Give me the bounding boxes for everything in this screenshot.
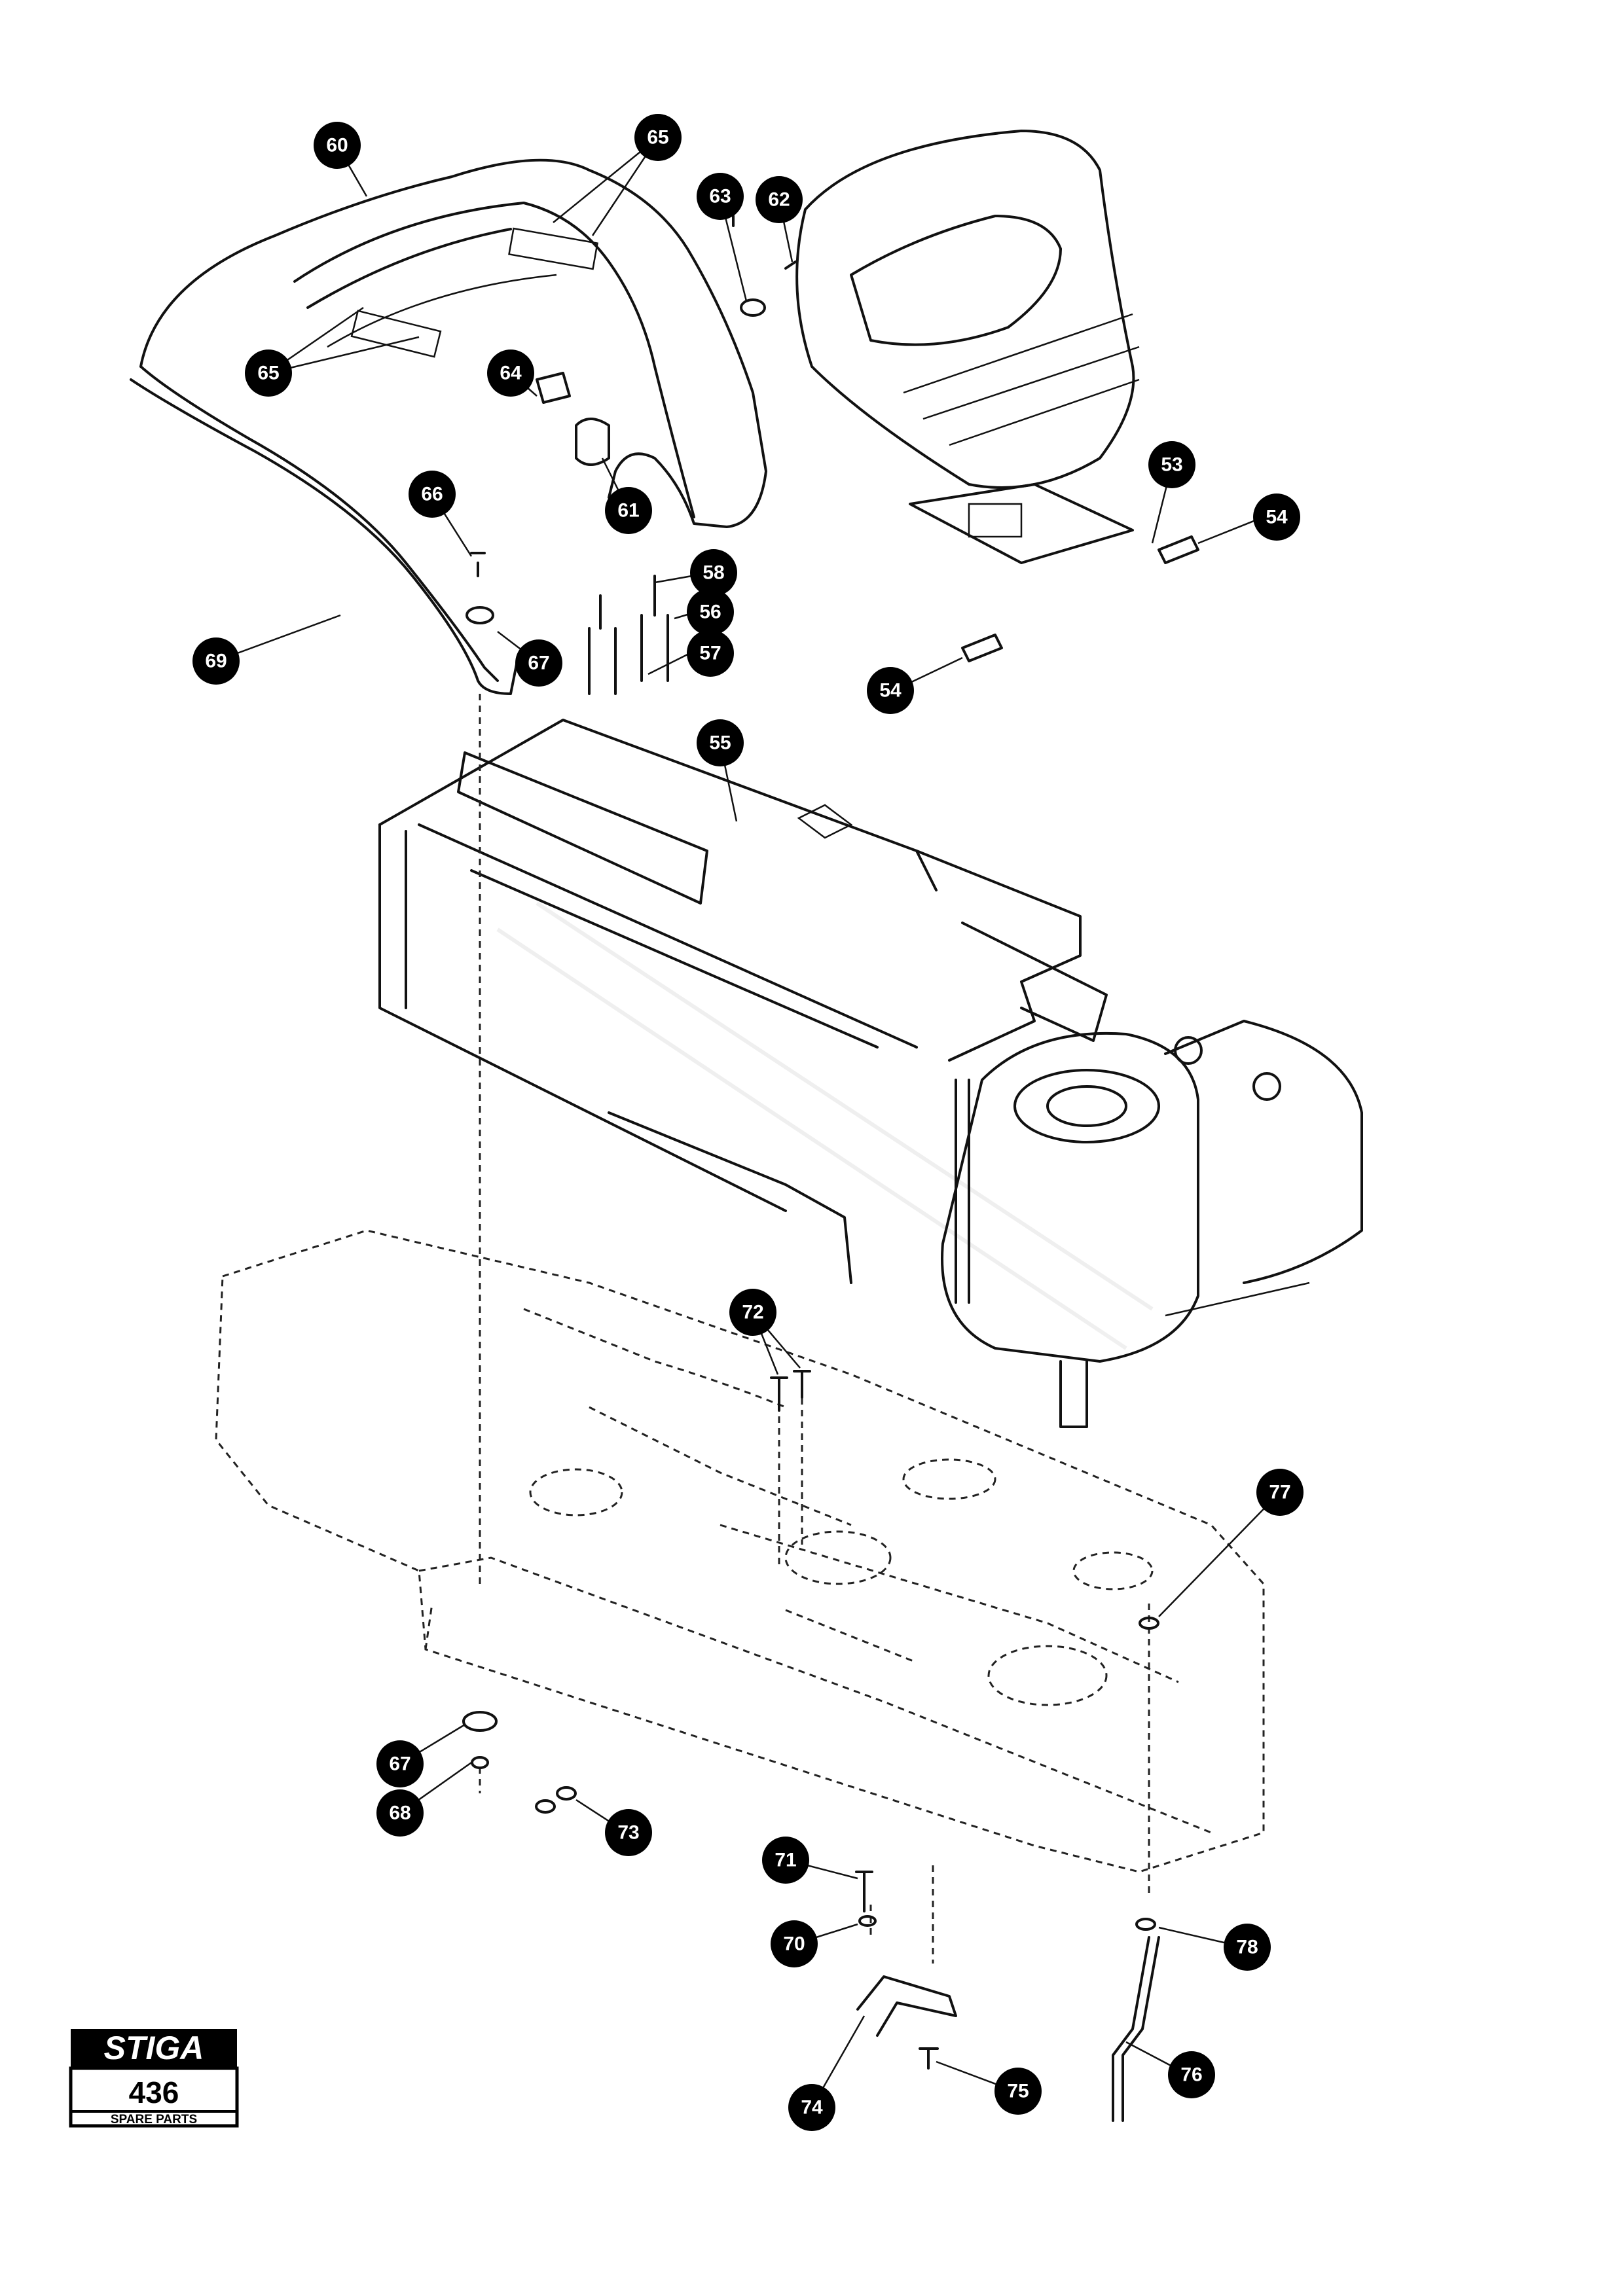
- callout-61: 61: [605, 487, 652, 534]
- svg-text:72: 72: [742, 1302, 763, 1323]
- svg-text:65: 65: [257, 363, 279, 384]
- svg-text:54: 54: [1266, 507, 1288, 528]
- callout-65-top: 65: [634, 114, 682, 161]
- callout-73: 73: [605, 1809, 652, 1856]
- svg-text:68: 68: [389, 1803, 410, 1824]
- svg-text:64: 64: [500, 363, 522, 384]
- frame: [378, 719, 1108, 1284]
- engine: [941, 1020, 1363, 1428]
- callout-77: 77: [1256, 1469, 1304, 1516]
- fastener-lines: [479, 694, 1150, 1964]
- chassis-dashed: [215, 1229, 1265, 1873]
- svg-text:76: 76: [1180, 2064, 1202, 2086]
- callout-74: 74: [788, 2084, 835, 2131]
- svg-text:74: 74: [801, 2097, 823, 2119]
- svg-text:78: 78: [1236, 1937, 1258, 1958]
- callout-54-right: 54: [1253, 493, 1300, 541]
- svg-text:61: 61: [617, 500, 639, 522]
- svg-text:73: 73: [617, 1822, 639, 1844]
- callout-70: 70: [771, 1920, 818, 1967]
- svg-text:55: 55: [709, 732, 731, 754]
- fender: [130, 158, 767, 695]
- model-number: 436: [129, 2075, 179, 2109]
- callout-67-bottom: 67: [376, 1740, 424, 1787]
- svg-text:54: 54: [879, 680, 902, 702]
- callout-76: 76: [1168, 2051, 1215, 2098]
- callout-67-top: 67: [515, 639, 562, 687]
- callout-69: 69: [192, 637, 240, 685]
- svg-text:63: 63: [709, 186, 731, 207]
- svg-text:65: 65: [647, 127, 668, 149]
- callout-57: 57: [687, 630, 734, 677]
- callout-78: 78: [1224, 1924, 1271, 1971]
- brand-logo: STIGA 436 SPARE PARTS: [69, 2029, 239, 2128]
- watermark: [496, 901, 1154, 1350]
- callout-54-left: 54: [867, 667, 914, 714]
- callout-64: 64: [487, 350, 534, 397]
- svg-text:62: 62: [768, 189, 790, 211]
- callout-65-left: 65: [245, 350, 292, 397]
- svg-text:60: 60: [326, 135, 348, 156]
- svg-text:77: 77: [1269, 1482, 1290, 1503]
- svg-text:53: 53: [1161, 454, 1182, 476]
- svg-text:70: 70: [783, 1933, 805, 1955]
- callout-62: 62: [756, 176, 803, 223]
- seat-bolts: [961, 535, 1199, 662]
- svg-text:67: 67: [528, 653, 549, 674]
- svg-text:67: 67: [389, 1753, 410, 1775]
- callout-60: 60: [314, 122, 361, 169]
- callout-71: 71: [762, 1837, 809, 1884]
- callout-68: 68: [376, 1789, 424, 1837]
- callout-56: 56: [687, 588, 734, 636]
- callout-66: 66: [409, 471, 456, 518]
- callout-72: 72: [729, 1289, 776, 1336]
- callout-58: 58: [690, 549, 737, 596]
- callout-55: 55: [697, 719, 744, 766]
- seat: [795, 130, 1140, 564]
- callout-75: 75: [994, 2068, 1042, 2115]
- svg-text:69: 69: [205, 651, 227, 672]
- callout-63: 63: [697, 173, 744, 220]
- svg-text:75: 75: [1007, 2081, 1029, 2102]
- brand-subtitle: SPARE PARTS: [111, 2113, 197, 2126]
- svg-text:58: 58: [702, 562, 724, 584]
- svg-text:66: 66: [421, 484, 443, 505]
- svg-text:56: 56: [699, 601, 721, 623]
- svg-text:57: 57: [699, 643, 721, 664]
- brand-name: STIGA: [104, 2030, 204, 2066]
- leader-lines: [215, 137, 1281, 2108]
- hardware: [462, 215, 1160, 2122]
- svg-text:71: 71: [775, 1850, 796, 1871]
- callout-53: 53: [1148, 441, 1195, 488]
